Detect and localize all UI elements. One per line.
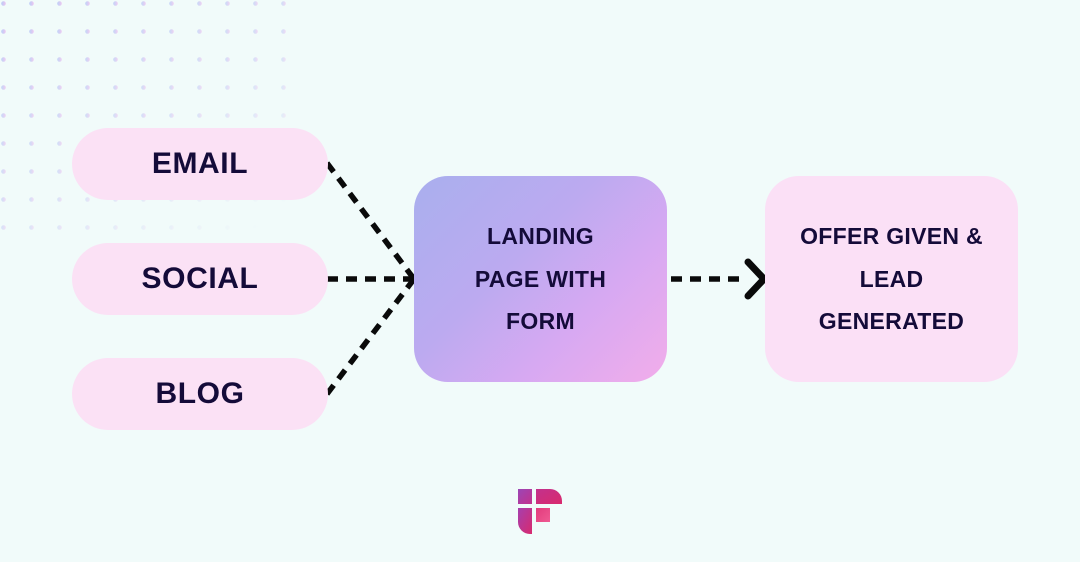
node-landing-page-label: LANDING PAGE WITH FORM — [475, 215, 606, 343]
node-landing-page-line-1: LANDING — [487, 223, 594, 250]
source-pill-blog-label: BLOG — [155, 377, 245, 410]
node-offer-lead-label: OFFER GIVEN & LEAD GENERATED — [784, 215, 999, 343]
dot-grid-decoration — [0, 0, 300, 250]
arrowhead-icon — [744, 258, 768, 300]
source-pill-blog[interactable]: BLOG — [72, 358, 328, 430]
node-offer-lead[interactable]: OFFER GIVEN & LEAD GENERATED — [765, 176, 1018, 382]
node-offer-lead-line-3: GENERATED — [818, 308, 965, 335]
node-offer-lead-line-1: OFFER GIVEN & — [800, 223, 983, 250]
connector-blog-to-landing — [324, 277, 417, 396]
source-pill-email-label: EMAIL — [151, 147, 249, 180]
connector-email-to-landing — [324, 161, 417, 281]
source-pill-social-label: SOCIAL — [141, 262, 259, 295]
brand-logo-icon — [518, 489, 562, 534]
source-pill-email[interactable]: EMAIL — [72, 128, 328, 200]
node-offer-lead-line-2: LEAD — [859, 265, 924, 292]
node-landing-page[interactable]: LANDING PAGE WITH FORM — [414, 176, 667, 382]
source-pill-social[interactable]: SOCIAL — [72, 243, 328, 315]
node-landing-page-line-3: FORM — [506, 308, 575, 335]
node-landing-page-line-2: PAGE WITH — [474, 265, 607, 292]
